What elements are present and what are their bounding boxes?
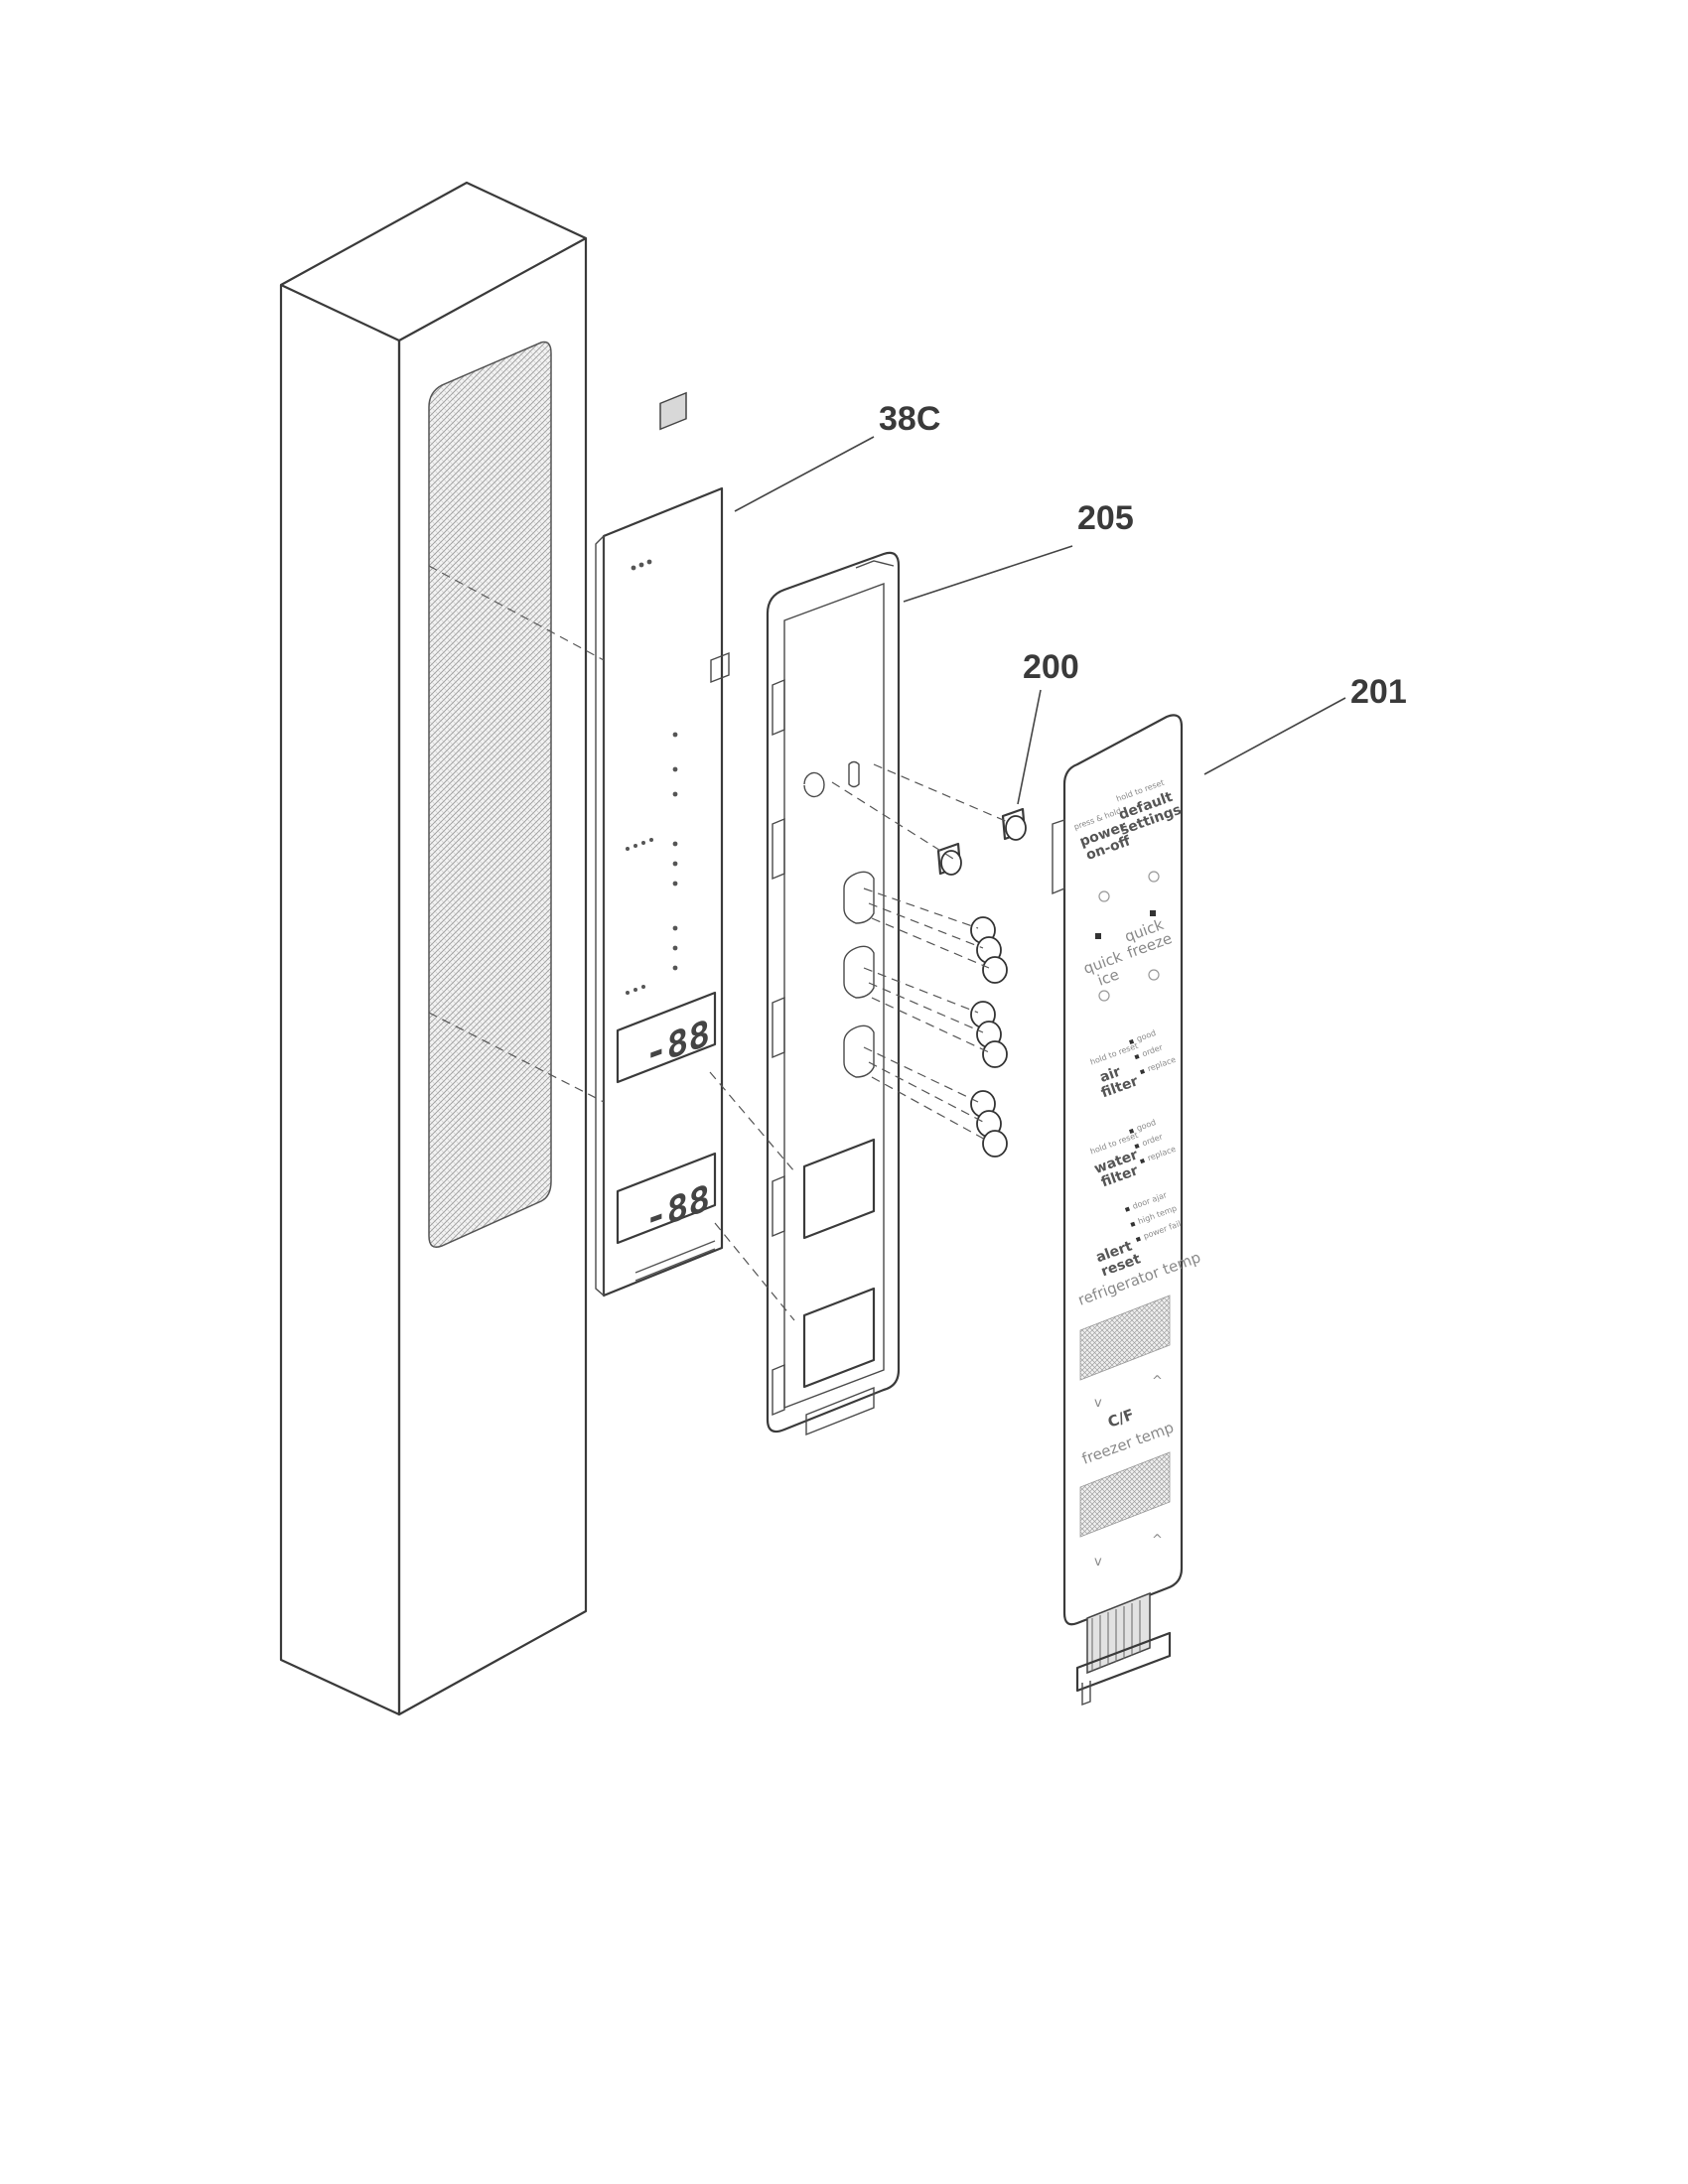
quick-ice-icon: [1098, 990, 1110, 1002]
bezel-bottom-slot: [805, 1386, 875, 1436]
default-button-icon: [1148, 871, 1160, 883]
cf-toggle-label: C/F: [1105, 1406, 1136, 1432]
callout-205: 205: [903, 499, 1134, 603]
refrigerator-down-arrow: v: [1094, 1396, 1102, 1411]
bezel-upper-window: [802, 1138, 876, 1240]
callout-label-205: 205: [1077, 499, 1134, 537]
bezel-inner-rim: [783, 582, 885, 1410]
callout-200: 200: [1017, 648, 1079, 805]
air-filter-status-good: good: [1135, 1028, 1157, 1043]
air-filter-status-replace: replace: [1146, 1055, 1177, 1074]
button-caps: [970, 916, 1008, 1158]
lower-display: -88: [616, 1152, 717, 1245]
air-filter-hint: hold to reset: [1089, 1041, 1140, 1067]
freezer-down-arrow: v: [1094, 1555, 1102, 1570]
door-top-edge: [280, 181, 587, 286]
bezel-button-slots: [803, 760, 875, 1078]
upper-display-digits: -88: [645, 1011, 710, 1076]
callout-label-201: 201: [1350, 673, 1407, 711]
door-speaker-grill: [428, 341, 552, 1248]
door-panel: [279, 181, 588, 1716]
control-bezel: [766, 551, 901, 1436]
touch-overlay: press & hold power on-off hold to reset …: [1052, 714, 1203, 1706]
screws-and-button-caps: [936, 807, 1027, 1158]
control-board: -88 -88: [595, 391, 730, 1297]
bezel-top-tab: [855, 560, 895, 569]
callout-label-200: 200: [1023, 648, 1079, 686]
callout-label-38C: 38C: [879, 400, 940, 438]
board-leds: [626, 559, 678, 995]
door-front-face: [397, 236, 588, 1716]
freezer-temp-pad: [1079, 1451, 1171, 1538]
refrigerator-up-arrow: ^: [1152, 1374, 1163, 1389]
upper-display: -88: [616, 991, 717, 1084]
bezel-outline: [766, 551, 901, 1433]
board-edge: [595, 534, 605, 1297]
board-chip: [659, 391, 687, 431]
freezer-up-arrow: ^: [1152, 1533, 1163, 1548]
bezel-lower-window: [802, 1287, 876, 1389]
water-filter-status-good: good: [1135, 1118, 1157, 1133]
power-button-icon: [1098, 890, 1110, 902]
bezel-side-clips: [772, 678, 785, 1417]
ribbon-cable: [1075, 1591, 1172, 1706]
air-filter-status-order: order: [1141, 1042, 1165, 1058]
board-connector: [710, 651, 730, 684]
quick-freeze-indicator: [1150, 910, 1156, 916]
water-filter-status-order: order: [1141, 1132, 1165, 1148]
screw: [936, 842, 962, 876]
overlay-tab: [1052, 819, 1065, 895]
door-side-face: [279, 283, 401, 1716]
alignment-lines: [428, 565, 1009, 1321]
overlay-outline: [1062, 714, 1184, 1626]
refrigerator-temp-pad: [1079, 1295, 1171, 1381]
callout-38C: 38C: [734, 400, 940, 512]
quick-freeze-icon: [1148, 969, 1160, 981]
board-edge-connector: [634, 1240, 716, 1282]
screw: [1001, 807, 1027, 841]
water-filter-status-replace: replace: [1146, 1145, 1177, 1163]
air-filter-label: air: [1098, 1064, 1123, 1086]
lower-display-digits: -88: [645, 1175, 710, 1241]
callout-201: 201: [1203, 673, 1407, 775]
quick-ice-indicator: [1095, 933, 1101, 939]
